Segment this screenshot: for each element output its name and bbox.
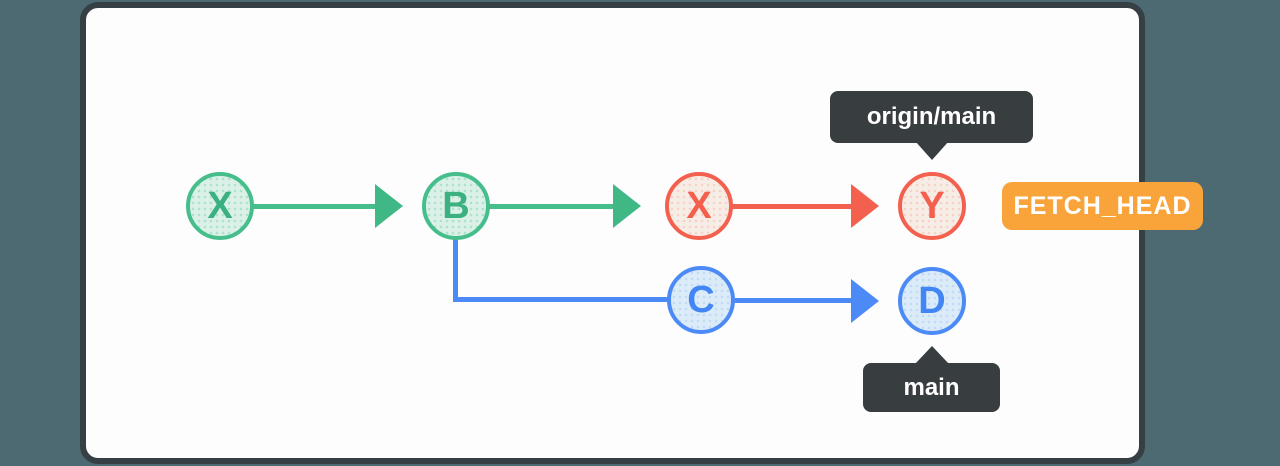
edge-b-to-c-horizontal — [453, 297, 668, 302]
arrowhead-c-to-d-icon — [851, 279, 879, 323]
edge-b-to-x — [487, 204, 615, 209]
commit-node-c: C — [667, 266, 735, 334]
edge-b-to-c-vertical — [453, 238, 458, 302]
arrowhead-x-to-b-icon — [375, 184, 403, 228]
edge-x-to-b — [251, 204, 377, 209]
main-tooltip: main — [863, 363, 1000, 412]
commit-node-y: Y — [898, 172, 966, 240]
commit-node-x2: X — [665, 172, 733, 240]
edge-c-to-d — [735, 298, 853, 303]
edge-x-to-y — [731, 204, 853, 209]
commit-node-b: B — [422, 172, 490, 240]
origin-main-tooltip: origin/main — [830, 91, 1033, 143]
commit-node-x1: X — [186, 172, 254, 240]
arrowhead-b-to-x-icon — [613, 184, 641, 228]
fetch-head-badge: FETCH_HEAD — [1002, 182, 1203, 230]
main-tooltip-tail-icon — [915, 346, 949, 364]
diagram-panel — [80, 2, 1145, 464]
commit-node-d: D — [898, 267, 966, 335]
origin-main-tooltip-tail-icon — [915, 141, 949, 160]
arrowhead-x-to-y-icon — [851, 184, 879, 228]
